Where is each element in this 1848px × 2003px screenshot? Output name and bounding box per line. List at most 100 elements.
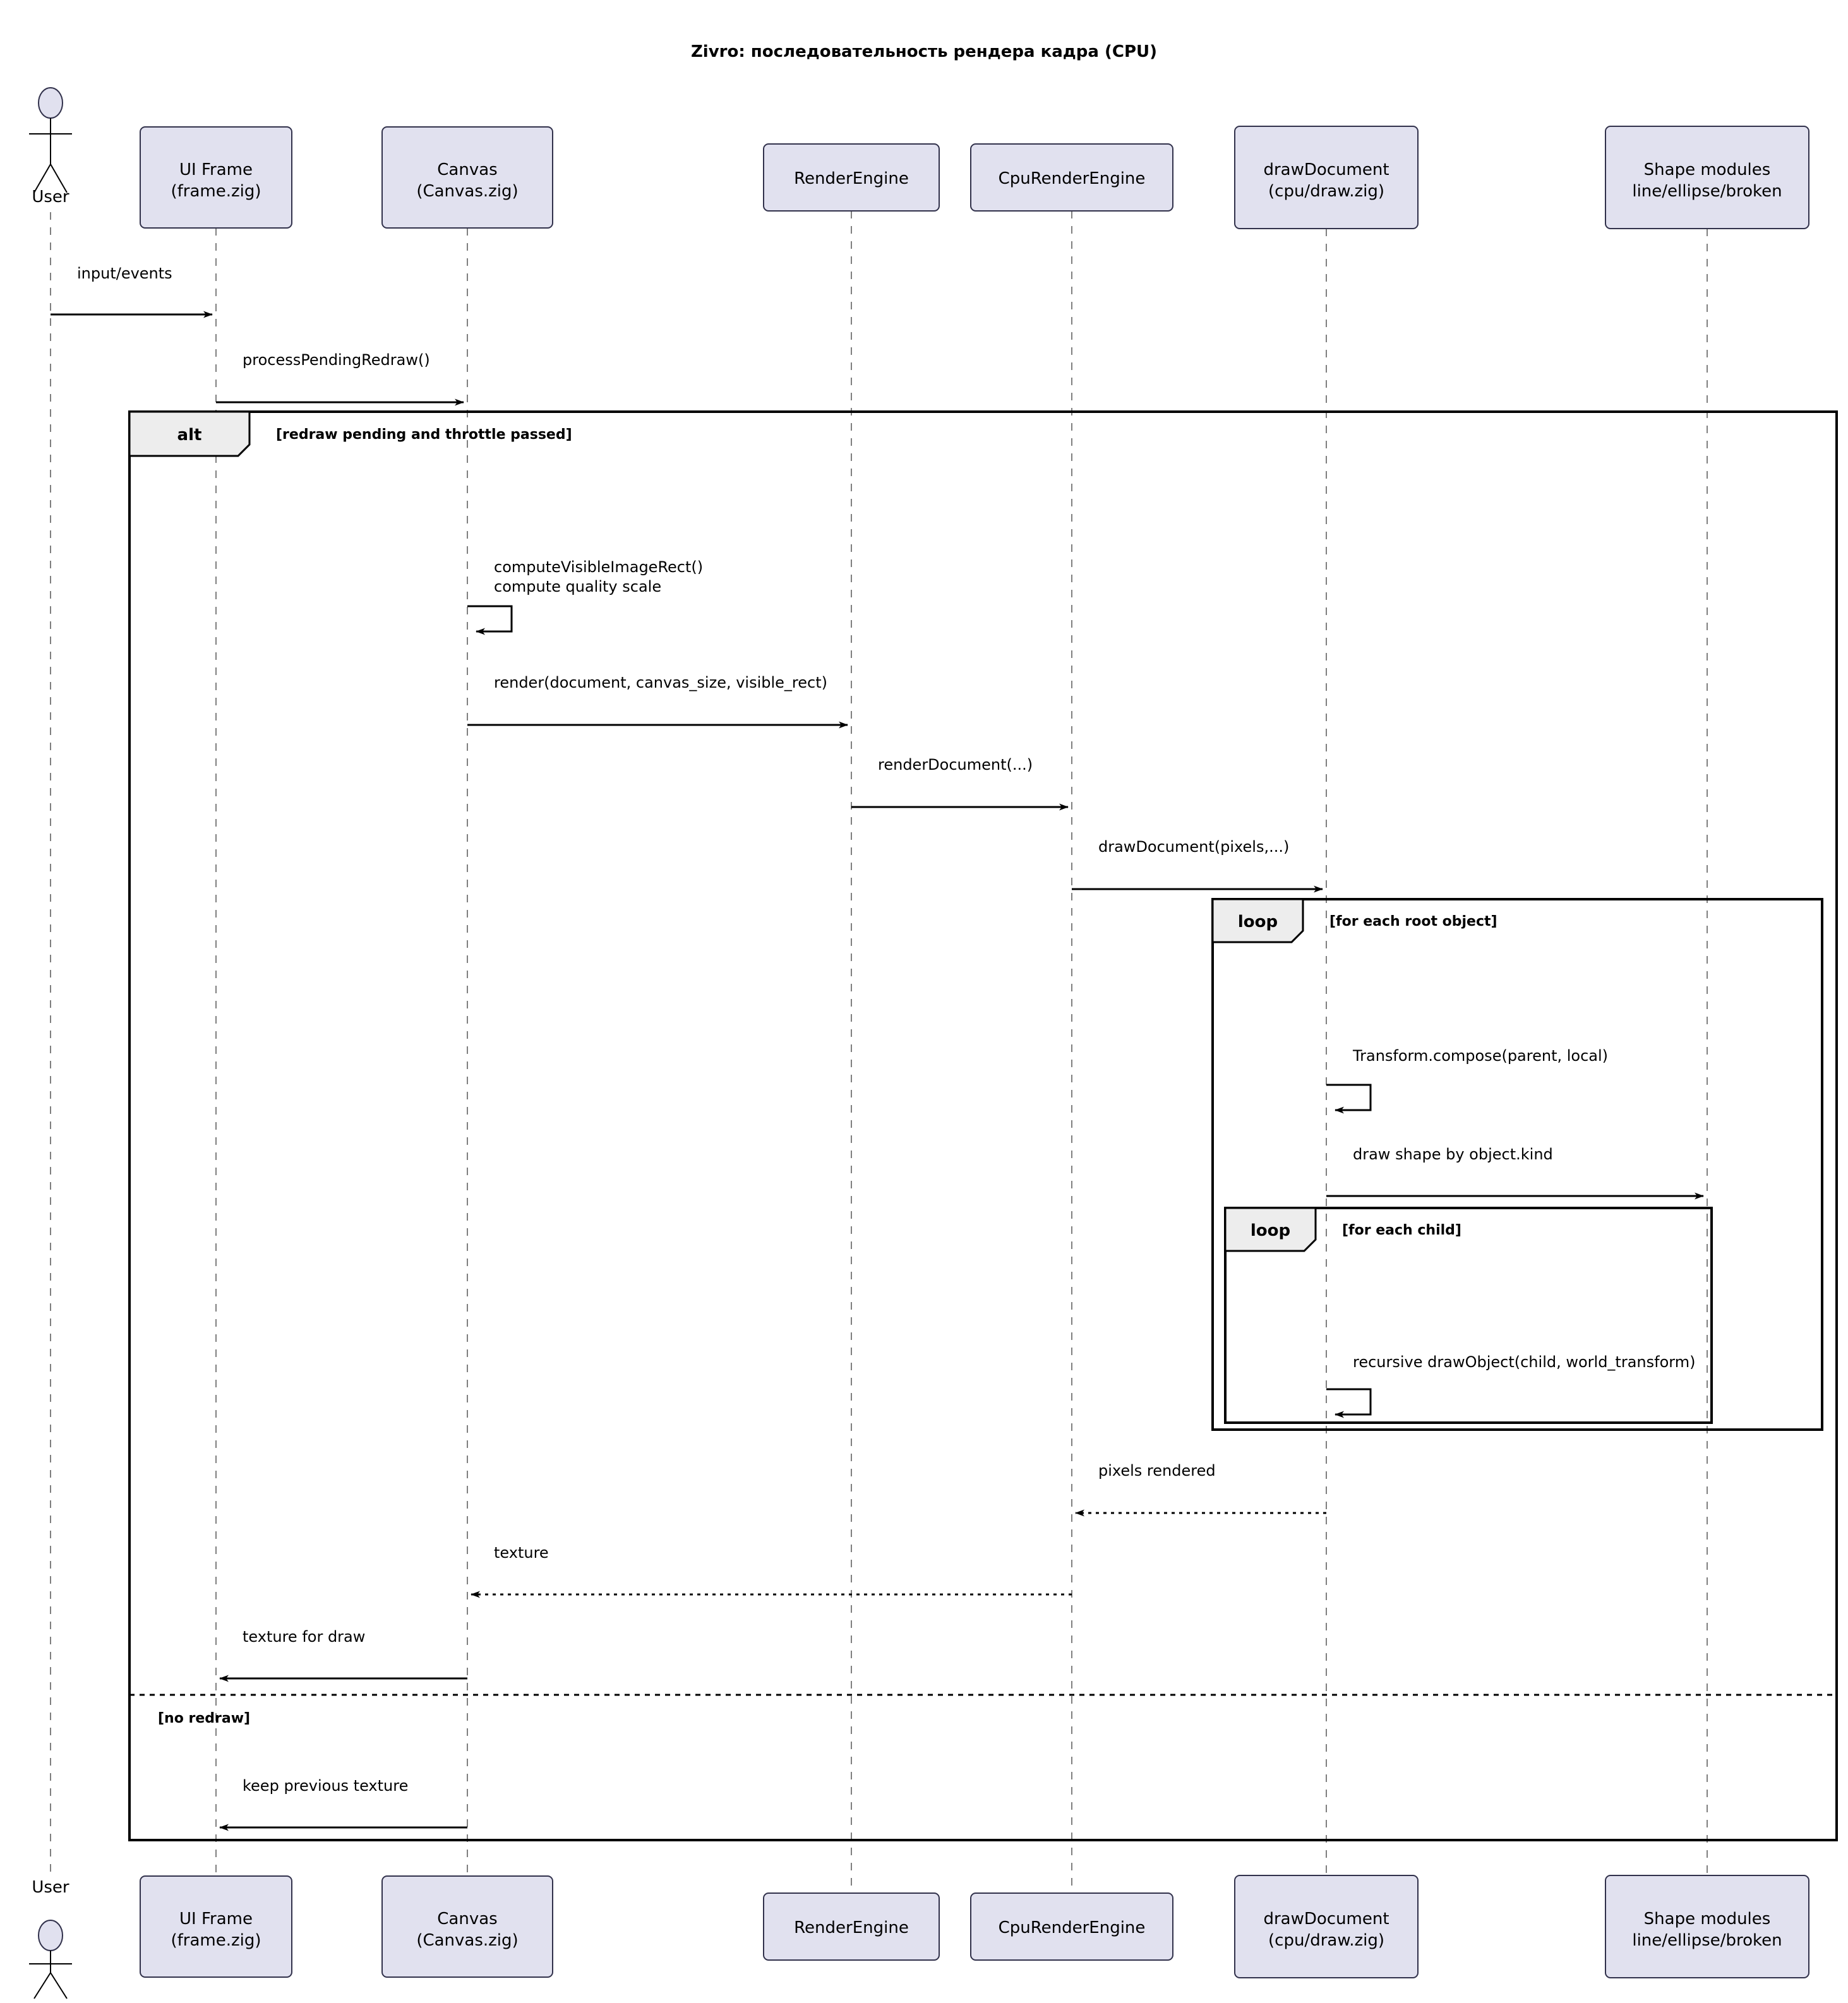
frame-condition: [redraw pending and throttle passed]: [276, 427, 572, 443]
message-label: texture: [494, 1544, 549, 1562]
participant-name-line2: (frame.zig): [171, 1931, 261, 1950]
participant-box-bg: [140, 1875, 292, 1978]
participant-box-bottom-shapes[interactable]: Shape modules line/ellipse/broken: [1605, 1875, 1809, 1978]
participant-name-line1: Canvas: [437, 160, 497, 179]
participant-name-line2: (Canvas.zig): [416, 1931, 518, 1950]
participant-name-line1: Shape modules: [1644, 160, 1771, 179]
participant-name-line2: (frame.zig): [171, 182, 261, 201]
participant-box-bottom-render[interactable]: RenderEngine: [763, 1892, 940, 1961]
message-arrow: [1326, 1388, 1372, 1418]
participant-name-line1: RenderEngine: [794, 169, 909, 188]
frame-alt-frame: alt[redraw pending and throttle passed][…: [128, 410, 1838, 1841]
message-label: render(document, canvas_size, visible_re…: [494, 674, 827, 691]
participant-box-bg: [1605, 126, 1809, 229]
actor-user-bottom: [29, 1920, 72, 1999]
frame-border: [128, 410, 1838, 1841]
participant-box-bg: [970, 1892, 1173, 1961]
participant-box-uiframe[interactable]: UI Frame (frame.zig): [140, 126, 292, 229]
message-label: pixels rendered: [1098, 1462, 1216, 1480]
frame-loop-child-frame: loop[for each child]: [1224, 1207, 1713, 1424]
participant-name-line2: line/ellipse/broken: [1632, 1931, 1782, 1950]
message-label: draw shape by object.kind: [1353, 1145, 1553, 1163]
frame-keyword: loop: [1238, 912, 1278, 931]
messages-layer: input/events processPendingRedraw() comput…: [51, 265, 1704, 1831]
page-title: Zivro: последовательность рендера кадра …: [691, 42, 1157, 61]
message-label: processPendingRedraw(): [243, 351, 430, 369]
message-label: computeVisibleImageRect(): [494, 558, 703, 576]
participant-box-bottom-uiframe[interactable]: UI Frame (frame.zig): [140, 1875, 292, 1978]
participant-box-bottom-drawdoc[interactable]: drawDocument (cpu/draw.zig): [1234, 1875, 1419, 1978]
participant-name-line1: drawDocument: [1263, 1910, 1389, 1928]
participant-box-bg: [1234, 1875, 1419, 1978]
actor-leg-left: [33, 164, 51, 193]
message-label: texture for draw: [243, 1628, 365, 1646]
participant-name-line1: UI Frame: [179, 160, 253, 179]
frame-loop-root-frame: loop [for each root object]: [1211, 898, 1823, 1431]
participant-box-bg: [381, 1875, 553, 1978]
frames-layer: alt[redraw pending and throttle passed][…: [128, 410, 1838, 1841]
message-m8[interactable]: draw shape by object.kind: [1326, 1145, 1704, 1200]
frame-condition: [for each root object]: [1329, 914, 1497, 930]
participant-name-line1: drawDocument: [1263, 160, 1389, 179]
participant-name-line1: UI Frame: [179, 1910, 253, 1928]
participant-box-cpurender[interactable]: CpuRenderEngine: [970, 143, 1173, 212]
frame-condition: [for each child]: [1342, 1223, 1461, 1238]
participant-box-bg: [763, 143, 940, 212]
participant-box-bg: [1234, 126, 1419, 229]
actor-user-top: [29, 87, 72, 193]
actor-leg-right: [50, 1972, 68, 1999]
participant-name-line1: Shape modules: [1644, 1910, 1771, 1928]
participant-name-line2: (cpu/draw.zig): [1268, 1931, 1384, 1950]
frame-tab: [1224, 1207, 1317, 1252]
message-m5[interactable]: renderDocument(...): [851, 756, 1069, 811]
participant-box-bg: [140, 126, 292, 229]
actor-label-top: User: [32, 188, 69, 206]
participant-box-render[interactable]: RenderEngine: [763, 143, 940, 212]
frame-tab: [128, 410, 251, 457]
actor-head-icon: [38, 87, 63, 119]
participant-box-bottom-canvas[interactable]: Canvas (Canvas.zig): [381, 1875, 553, 1978]
message-arrow: [1326, 1084, 1372, 1114]
participant-name-line1: Canvas: [437, 1910, 497, 1928]
participant-box-bg: [381, 126, 553, 229]
frame-else-condition: [no redraw]: [158, 1711, 250, 1726]
message-label: keep previous texture: [243, 1777, 408, 1795]
participant-box-drawdoc[interactable]: drawDocument(cpu/draw.zig): [1234, 126, 1419, 229]
participant-box-shapes[interactable]: Shape modules line/ellipse/broken: [1605, 126, 1809, 229]
message-m9[interactable]: recursive drawObject(child, world_transf…: [1326, 1353, 1695, 1418]
participant-box-bottom-cpurender[interactable]: CpuRenderEngine: [970, 1892, 1173, 1961]
frame-tab: [1211, 898, 1304, 943]
message-m2[interactable]: processPendingRedraw(): [216, 351, 464, 406]
message-label: compute quality scale: [494, 578, 661, 595]
participant-name-line2: (Canvas.zig): [416, 182, 518, 201]
message-arrow: [467, 605, 513, 635]
participant-name-line2: line/ellipse/broken: [1632, 182, 1782, 201]
message-m7[interactable]: Transform.compose(parent, local): [1326, 1047, 1608, 1114]
participant-box-bg: [763, 1892, 940, 1961]
participant-box-bg: [970, 143, 1173, 212]
message-m12[interactable]: texture for draw: [219, 1628, 467, 1682]
message-m10[interactable]: pixels rendered: [1075, 1462, 1326, 1517]
participant-box-canvas[interactable]: Canvas (Canvas.zig): [381, 126, 553, 229]
lifelines-layer: [50, 211, 1708, 1893]
message-m13[interactable]: keep previous texture: [219, 1777, 467, 1831]
message-m1[interactable]: input/events: [51, 265, 213, 318]
participant-name-line1: CpuRenderEngine: [999, 169, 1146, 188]
message-label: recursive drawObject(child, world_transf…: [1353, 1353, 1695, 1371]
participant-box-bg: [1605, 1875, 1809, 1978]
actor-leg-left: [33, 1972, 51, 1999]
message-label: renderDocument(...): [878, 756, 1033, 774]
message-m6[interactable]: drawDocument(pixels,...): [1072, 838, 1323, 893]
frame-border: [1224, 1207, 1713, 1424]
frame-border: [1211, 898, 1823, 1431]
message-m4[interactable]: render(document, canvas_size, visible_re…: [467, 674, 848, 729]
message-label: input/events: [77, 265, 172, 282]
message-label: Transform.compose(parent, local): [1352, 1047, 1608, 1065]
participant-name-line1: RenderEngine: [794, 1918, 909, 1937]
actor-label-bottom: User: [32, 1878, 69, 1897]
message-m3[interactable]: computeVisibleImageRect() compute quality…: [467, 558, 703, 635]
message-m11[interactable]: texture: [471, 1544, 1072, 1598]
